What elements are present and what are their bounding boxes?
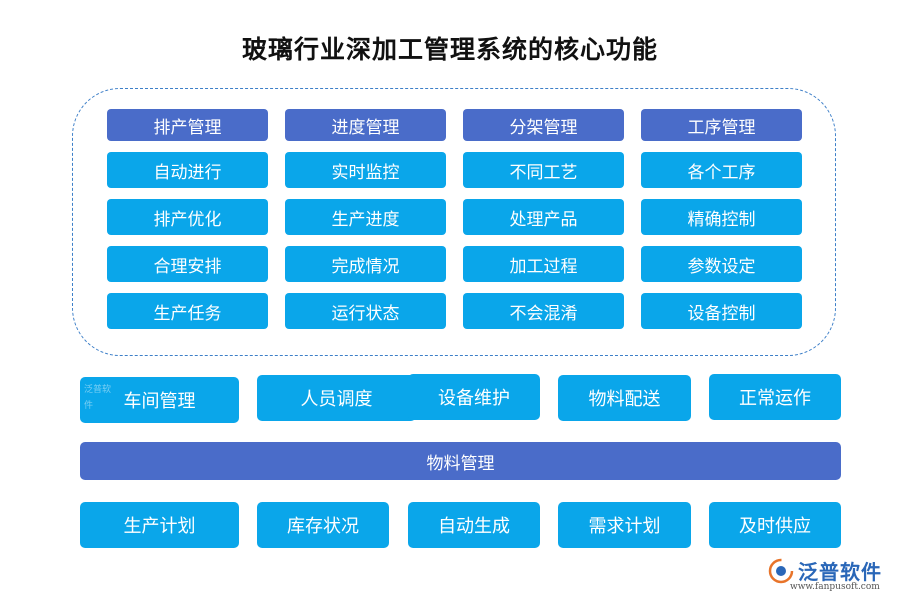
grid-cell: 处理产品 xyxy=(463,199,624,235)
logo-name: 泛普软件 xyxy=(798,560,882,584)
bottom-function-row: 生产计划 库存状况 自动生成 需求计划 及时供应 xyxy=(80,502,842,548)
grid-cell: 运行状态 xyxy=(285,293,446,329)
core-function-grid: 排产管理 进度管理 分架管理 工序管理 自动进行 实时监控 不同工艺 各个工序 … xyxy=(107,109,802,329)
bottom-box-inventory: 库存状况 xyxy=(257,502,389,548)
logo-icon xyxy=(768,558,794,584)
bottom-box-plan: 生产计划 xyxy=(80,502,239,548)
middle-box-delivery: 物料配送 xyxy=(558,375,691,421)
bottom-box-demand: 需求计划 xyxy=(558,502,691,548)
grid-cell: 合理安排 xyxy=(107,246,268,282)
grid-cell: 参数设定 xyxy=(641,246,802,282)
grid-cell: 实时监控 xyxy=(285,152,446,188)
grid-cell: 加工过程 xyxy=(463,246,624,282)
header-process: 工序管理 xyxy=(641,109,802,141)
grid-cell: 设备控制 xyxy=(641,293,802,329)
brand-logo: 泛普软件 www.fanpusoft.com xyxy=(768,554,896,596)
middle-box-workshop: 车间管理 xyxy=(80,377,239,423)
grid-cell: 精确控制 xyxy=(641,199,802,235)
middle-box-operation: 正常运作 xyxy=(709,374,841,420)
grid-cell: 生产任务 xyxy=(107,293,268,329)
page-title: 玻璃行业深加工管理系统的核心功能 xyxy=(241,35,658,64)
bottom-box-auto: 自动生成 xyxy=(408,502,540,548)
header-progress: 进度管理 xyxy=(285,109,446,141)
watermark-small: 泛普软件 xyxy=(84,385,112,411)
grid-cell: 各个工序 xyxy=(641,152,802,188)
grid-cell: 排产优化 xyxy=(107,199,268,235)
middle-function-row: 车间管理 人员调度 设备维护 物料配送 正常运作 xyxy=(80,374,842,423)
grid-cell: 不会混淆 xyxy=(463,293,624,329)
middle-box-equipment: 设备维护 xyxy=(408,374,540,420)
middle-box-staff: 人员调度 xyxy=(257,375,416,421)
bottom-box-supply: 及时供应 xyxy=(709,502,841,548)
header-rack: 分架管理 xyxy=(463,109,624,141)
core-function-group-border xyxy=(72,88,836,356)
grid-cell: 完成情况 xyxy=(285,246,446,282)
logo-url: www.fanpusoft.com xyxy=(790,582,880,592)
grid-cell: 生产进度 xyxy=(285,199,446,235)
header-scheduling: 排产管理 xyxy=(107,109,268,141)
material-management-bar: 物料管理 xyxy=(80,442,841,480)
grid-cell: 自动进行 xyxy=(107,152,268,188)
grid-cell: 不同工艺 xyxy=(463,152,624,188)
